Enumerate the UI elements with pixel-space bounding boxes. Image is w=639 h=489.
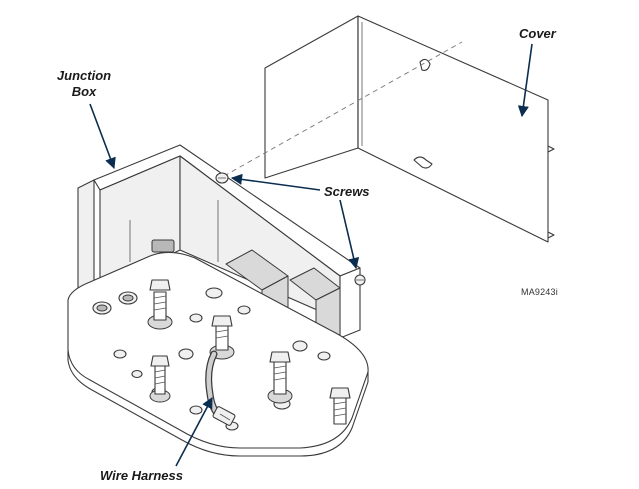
junction-box-label: Junction Box <box>48 68 120 100</box>
screw-right <box>354 274 366 286</box>
alignment-line <box>223 41 463 177</box>
bolt <box>147 279 173 330</box>
screws-arrow-top <box>230 173 321 191</box>
junction-box-label-line2: Box <box>71 84 97 99</box>
wire-harness <box>205 350 236 426</box>
wire-harness-arrow <box>175 397 213 467</box>
cover-label: Cover <box>519 26 556 41</box>
figure-id: MA9243i <box>521 287 558 297</box>
wire-harness-label: Wire Harness <box>100 468 183 483</box>
cover-panel <box>264 15 555 243</box>
cover-arrow <box>517 43 533 118</box>
screw-top <box>215 172 229 184</box>
bolt <box>329 387 351 425</box>
junction-box-arrow <box>89 103 116 170</box>
bolt <box>267 351 293 404</box>
screws-arrow-right <box>339 199 360 270</box>
bolt <box>149 355 171 403</box>
screws-label: Screws <box>324 184 370 199</box>
junction-box-label-line1: Junction <box>56 68 112 83</box>
